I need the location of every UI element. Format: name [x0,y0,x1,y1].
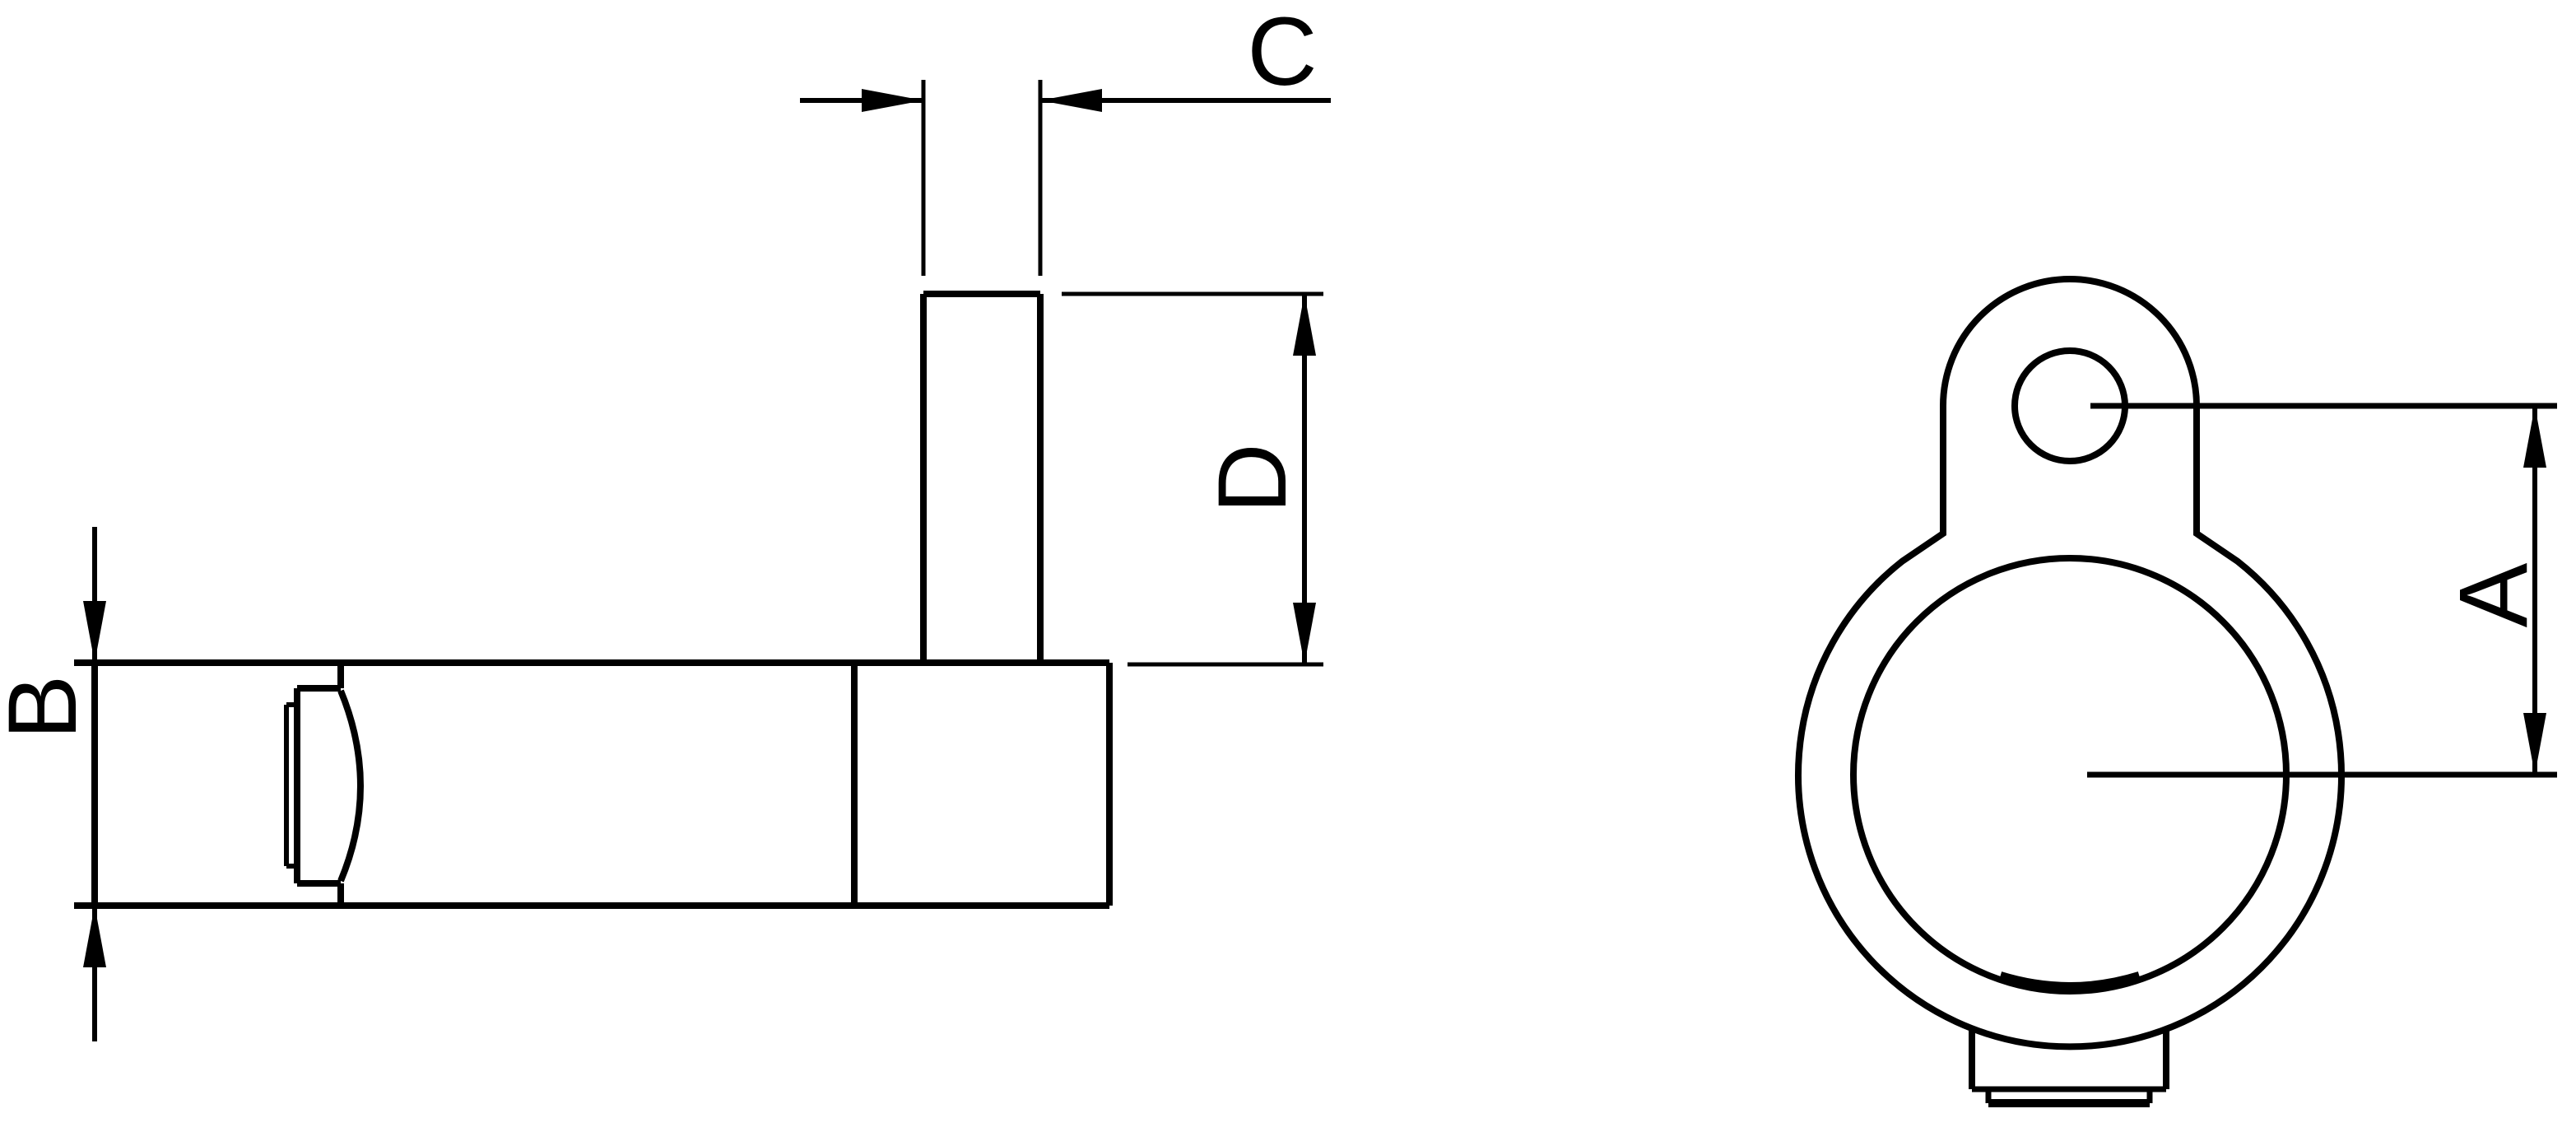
front-view [1795,276,2557,1107]
dim-c-right-arrowhead-icon [1040,89,1102,112]
dimension-d [1062,291,1323,667]
stem-outline [920,291,1044,663]
ring-and-lug-outline [1795,276,2345,1050]
dim-a-upper-arrowhead-icon [2523,406,2546,468]
cap-dome-arc [337,689,364,883]
dimension-c [800,80,1331,276]
body-outline [74,659,1113,909]
end-cap-washer [284,702,297,869]
side-view [74,80,1331,1041]
dimension-labels: C D B A [0,0,2548,739]
dim-d-upper-arrowhead-icon [1293,294,1316,356]
dim-a-label: A [2439,562,2548,627]
bottom-tab [1969,1027,2169,1107]
dim-d-lower-arrowhead-icon [1293,603,1316,664]
dim-d-label: D [1198,443,1307,513]
dimension-b [83,527,106,1041]
dimension-a [2087,403,2557,778]
plug-edge-arc [1999,971,2141,989]
dim-b-upper-arrowhead-icon [83,601,106,663]
dim-c-left-arrowhead-icon [862,89,923,112]
dim-b-label: B [0,675,97,740]
dim-a-lower-arrowhead-icon [2523,713,2546,775]
end-cap [284,663,364,906]
dim-c-label: C [1247,0,1317,106]
dim-b-lower-arrowhead-icon [83,906,106,967]
